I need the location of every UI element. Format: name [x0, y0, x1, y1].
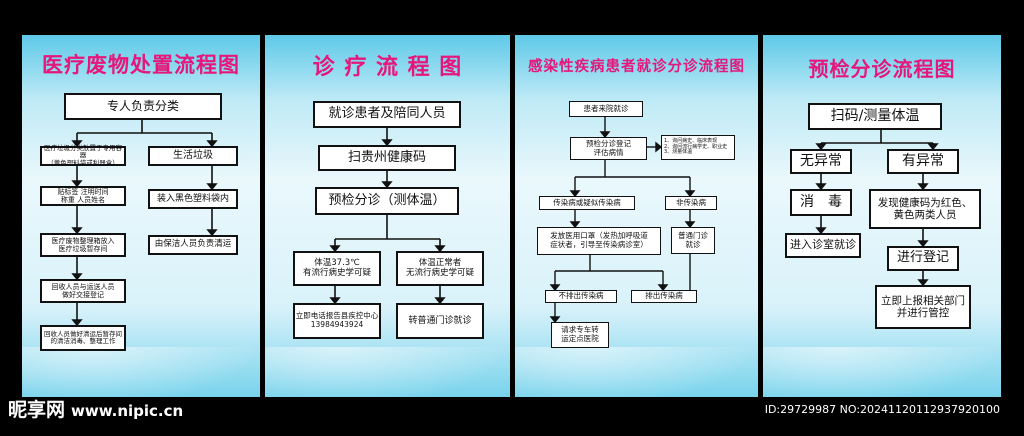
- flow-box-health-code: 扫贵州健康码: [318, 145, 456, 171]
- flow-box-mask: 发放医用口罩（发热加呼吸道 症状者，引导至传染病诊室）: [537, 227, 661, 255]
- flow-connectors: [329, 128, 446, 305]
- panel-treatment-flow: 诊 疗 流 程 图 就诊患者及陪同人员 扫贵州健康码 预检分诊（测体温） 体温3…: [265, 35, 510, 397]
- decorative-wave: [763, 347, 1001, 397]
- flow-box-register: 进行登记: [887, 246, 959, 271]
- flow-box-handover: 回收人员与运送人员 做好交接登记: [40, 279, 126, 303]
- decorative-wave: [22, 347, 260, 397]
- flow-box-inquiry-note: 1、询问病史、临床表现 2、询问流行病学史、职业史 3、测量体温: [661, 135, 735, 160]
- panel-title: 医疗废物处置流程图: [42, 53, 240, 77]
- panel-title: 诊 疗 流 程 图: [312, 55, 463, 80]
- flow-box-excluded: 排出传染病: [631, 290, 697, 303]
- flow-box-staff-sorting: 专人负责分类: [64, 93, 222, 120]
- panel-pre-triage: 预检分诊流程图 扫码/测量体温 无异常 消 毒 进入诊室就诊 有异常 发现健康码…: [763, 35, 1001, 397]
- flow-box-black-bag: 装入黑色塑料袋内: [148, 189, 238, 209]
- panel-infectious-triage: 感染性疾病患者就诊分诊流程图 患者来院就诊 预检分诊登记 评估病情 1、询问病史…: [515, 35, 758, 397]
- flow-connectors: [71, 120, 218, 327]
- flow-box-container: 医疗垃圾分类放置于专用容器 （黄色塑料袋或利器盒）: [40, 144, 126, 166]
- flow-box-abnormal: 有异常: [887, 149, 959, 174]
- flow-box-cleaning: 回收人员做好清运后暂存间 的清洁消毒、整理工作: [40, 325, 126, 351]
- flow-box-red-yellow-code: 发现健康码为红色、 黄色两类人员: [869, 189, 981, 229]
- flow-box-infectious: 传染病或疑似传染病: [539, 196, 635, 210]
- flow-box-general-clinic: 转普通门诊就诊: [396, 303, 484, 339]
- panel-title: 预检分诊流程图: [808, 57, 956, 81]
- flow-box-label: 贴标签 注明时间 称重 人员姓名: [40, 186, 126, 206]
- image-id-text: ID:29729987 NO:20241120112937920100: [764, 403, 1000, 416]
- flow-box-not-excluded: 不排出传染病: [545, 290, 617, 303]
- flow-box-patients: 就诊患者及陪同人员: [313, 101, 461, 128]
- flow-connectors: [815, 130, 939, 287]
- flow-box-non-infectious: 非传染病: [665, 196, 717, 210]
- flow-box-transfer: 请求专车转 运定点医院: [551, 322, 609, 348]
- flow-box-report-cdc: 立即电话报告县疾控中心 13984943924: [293, 303, 381, 339]
- panel-medical-waste: 医疗废物处置流程图 专人负责分类 医疗垃圾分类放置于专用容器 （黄色塑料袋或利器…: [22, 35, 260, 397]
- flow-box-cleaner: 由保洁人员负责清运: [148, 235, 238, 255]
- flow-box-storage: 医疗废物整理箱放入 医疗垃圾暂存间: [40, 233, 126, 257]
- flow-box-normal-temp: 体温正常者 无流行病史学可疑: [396, 251, 484, 286]
- flow-box-normal: 无异常: [790, 149, 852, 174]
- decorative-wave: [515, 347, 758, 397]
- flow-box-scan-temp: 扫码/测量体温: [808, 103, 942, 130]
- flow-box-domestic-waste: 生活垃圾: [148, 146, 238, 166]
- flow-box-enter-clinic: 进入诊室就诊: [785, 233, 861, 258]
- flow-box-general-clinic: 普通门诊 就诊: [671, 227, 715, 254]
- flow-box-disinfect: 消 毒: [790, 189, 852, 216]
- flow-box-fever: 体温37.3℃ 有流行病史学可疑: [293, 251, 381, 286]
- flow-box-arrival: 患者来院就诊: [569, 101, 643, 117]
- flow-box-triage-register: 预检分诊登记 评估病情: [570, 137, 647, 160]
- flow-box-report-control: 立即上报相关部门 并进行管控: [875, 285, 971, 329]
- panel-title: 感染性疾病患者就诊分诊流程图: [528, 59, 745, 75]
- decorative-wave: [265, 347, 510, 397]
- flow-box-pre-triage: 预检分诊（测体温）: [315, 187, 459, 215]
